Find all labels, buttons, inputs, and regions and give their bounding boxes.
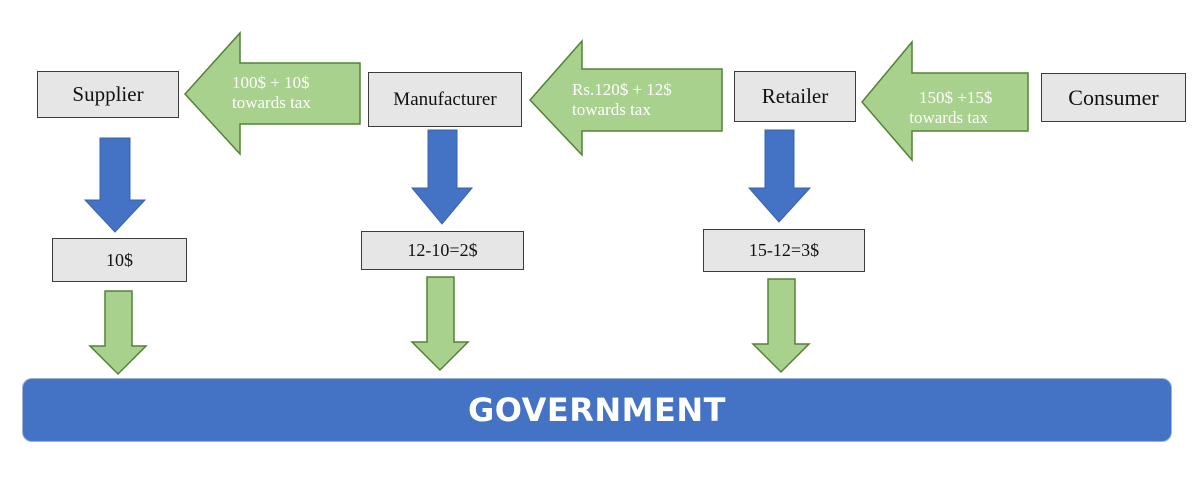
- tax-box-supplier: 10$: [52, 238, 187, 282]
- payment-note: towards tax: [232, 93, 311, 112]
- consumer-label: Consumer: [1068, 84, 1159, 110]
- government-label: GOVERNMENT: [468, 391, 726, 429]
- payment-amount: Rs.120$ + 12$: [572, 80, 672, 99]
- payment-note: towards tax: [572, 100, 651, 119]
- consumer-box: Consumer: [1041, 73, 1186, 122]
- tax-arrow-retailer: [747, 129, 812, 223]
- payment-label-retailer-to-manufacturer: Rs.120$ + 12$ towards tax: [572, 80, 672, 120]
- gov-arrow-supplier: [88, 290, 148, 376]
- gov-arrow-manufacturer: [410, 276, 470, 372]
- payment-amount: 150$ +15$: [919, 88, 993, 107]
- retailer-label: Retailer: [761, 84, 829, 108]
- tax-arrow-manufacturer: [410, 129, 474, 225]
- tax-value: 12-10=2$: [407, 240, 478, 260]
- government-bar: GOVERNMENT: [22, 378, 1172, 442]
- tax-box-retailer: 15-12=3$: [703, 229, 865, 272]
- gov-arrow-retailer: [751, 278, 811, 374]
- supplier-label: Supplier: [72, 82, 144, 106]
- payment-label-consumer-to-retailer: 150$ +15$ towards tax: [905, 88, 992, 128]
- payment-amount: 100$ + 10$: [232, 73, 310, 92]
- manufacturer-label: Manufacturer: [393, 88, 497, 110]
- retailer-box: Retailer: [734, 71, 856, 122]
- payment-label-manufacturer-to-supplier: 100$ + 10$ towards tax: [232, 73, 311, 113]
- payment-arrow-retailer-to-manufacturer: [528, 39, 723, 157]
- tax-arrow-supplier: [83, 137, 147, 233]
- tax-value: 10$: [106, 249, 133, 270]
- payment-arrow-manufacturer-to-supplier: [183, 31, 361, 156]
- payment-note: towards tax: [909, 108, 989, 127]
- tax-box-manufacturer: 12-10=2$: [361, 231, 524, 270]
- supplier-box: Supplier: [37, 71, 179, 118]
- tax-value: 15-12=3$: [748, 240, 820, 260]
- manufacturer-box: Manufacturer: [368, 72, 522, 127]
- payment-arrow-consumer-to-retailer: [861, 39, 1029, 163]
